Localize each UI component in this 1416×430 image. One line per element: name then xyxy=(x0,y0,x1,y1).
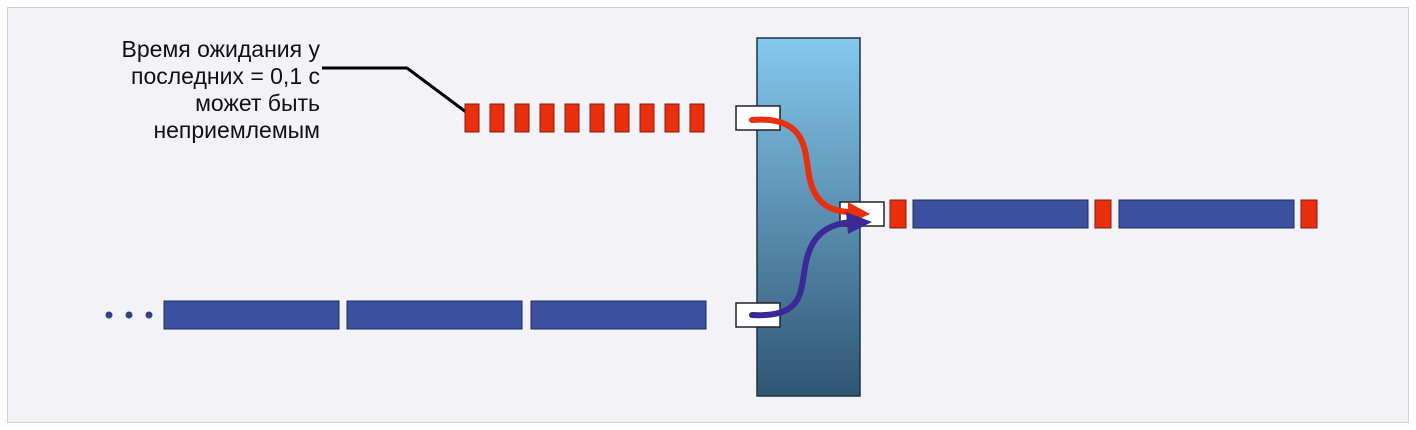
annotation-line: неприемлемым xyxy=(153,117,320,143)
small-packet xyxy=(639,103,655,133)
large-packet xyxy=(1118,199,1295,229)
small-packet-queue xyxy=(464,103,705,133)
small-packet xyxy=(514,103,530,133)
small-packet xyxy=(664,103,680,133)
small-packet xyxy=(589,103,605,133)
large-packet xyxy=(530,300,707,330)
large-packet-queue xyxy=(163,300,707,330)
ellipsis-icon xyxy=(105,311,153,319)
small-packet xyxy=(889,199,907,229)
small-packet xyxy=(1094,199,1112,229)
annotation-leader-line xyxy=(322,66,467,114)
large-packet xyxy=(346,300,523,330)
small-packet xyxy=(1300,199,1318,229)
small-packet xyxy=(464,103,480,133)
latency-annotation: Время ожидания у последних = 0,1 с может… xyxy=(60,36,320,144)
annotation-line: Время ожидания у xyxy=(121,36,320,62)
small-packet xyxy=(614,103,630,133)
annotation-line: последних = 0,1 с xyxy=(131,63,320,89)
annotation-line: может быть xyxy=(195,90,320,116)
large-packet xyxy=(163,300,340,330)
small-packet xyxy=(489,103,505,133)
small-packet xyxy=(689,103,705,133)
large-packet xyxy=(912,199,1089,229)
small-packet xyxy=(539,103,555,133)
output-stream xyxy=(889,199,1318,229)
blue-arrow-icon xyxy=(749,212,872,319)
small-packet xyxy=(564,103,580,133)
